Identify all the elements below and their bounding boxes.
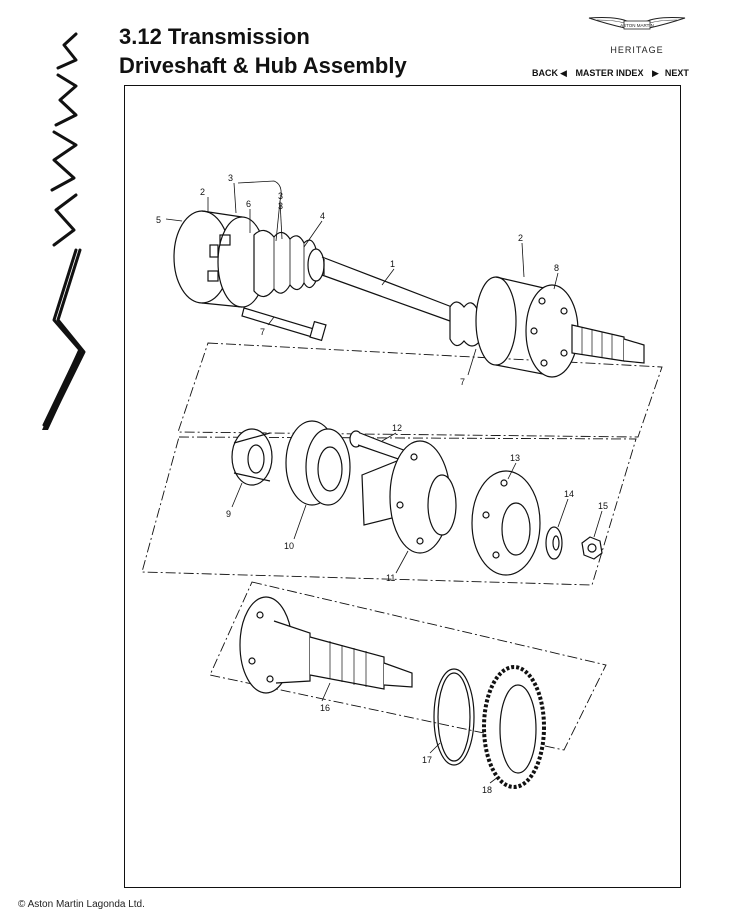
reluctor-ring [482,665,546,789]
assembly-envelope-bottom [209,581,607,751]
virage-logo [42,32,86,430]
stub-axle [239,596,413,694]
brand-wings-text: ASTON MARTIN [620,23,654,28]
aston-martin-brand: ASTON MARTIN HERITAGE [582,10,692,60]
master-index-link[interactable]: MASTER INDEX [575,68,644,78]
callout-7-right: 7 [460,377,465,387]
callout-labels: 1 2 2 3 3 3 4 5 6 7 7 8 9 10 11 12 13 14… [156,173,608,795]
callout-5: 5 [156,215,161,225]
cv-joint-left [173,210,267,308]
hub-bearing [285,420,351,506]
splined-stub-right [571,324,645,364]
cv-joint-right [475,276,579,378]
washer [545,526,563,560]
circlip [433,668,475,766]
aston-martin-wings-logo: ASTON MARTIN [588,17,686,30]
next-link[interactable]: NEXT [665,68,689,78]
callout-12: 12 [392,423,402,433]
callout-7-left: 7 [260,327,265,337]
copyright-footer: © Aston Martin Lagonda Ltd. [18,899,145,910]
page-navigation: BACK◀ MASTER INDEX ▶ NEXT [532,68,689,79]
leader-lines [165,180,603,784]
callout-13: 13 [510,453,520,463]
assembly-envelope-top [177,342,663,438]
driveshaft [321,256,453,322]
triangle-left-icon: ◀ [560,68,567,78]
callout-6: 6 [246,199,251,209]
back-label: BACK [532,68,558,78]
heritage-label: HERITAGE [610,45,664,55]
callout-11: 11 [386,573,395,583]
boot-left [253,229,325,298]
callout-3-c: 3 [278,201,283,211]
callout-17: 17 [422,755,432,765]
callout-8: 8 [554,263,559,273]
spacer-ring [231,428,273,486]
driveshaft-hub-diagram: 1 2 2 3 3 3 4 5 6 7 7 8 9 10 11 12 13 14… [141,173,663,795]
next-label: NEXT [664,68,689,78]
hub-nut [581,536,603,560]
wheel-stud [349,430,407,462]
section-title: 3.12 Transmission [119,24,310,49]
callout-18: 18 [482,785,492,795]
callout-2-right: 2 [518,233,523,243]
callout-3-a: 3 [228,173,233,183]
callout-9: 9 [226,509,231,519]
hub-flange [361,440,457,554]
triangle-right-icon: ▶ [651,68,659,78]
back-link[interactable]: BACK [532,68,558,78]
page-subtitle: Driveshaft & Hub Assembly [119,53,407,78]
callout-15: 15 [598,501,608,511]
assembly-envelope-middle [141,436,637,586]
callout-4: 4 [320,211,325,221]
callout-16: 16 [320,703,330,713]
brake-disc-adaptor [471,470,541,576]
callout-3-b: 3 [278,191,283,201]
callout-10: 10 [284,541,294,551]
callout-2-left: 2 [200,187,205,197]
callout-1: 1 [390,259,395,269]
callout-14: 14 [564,489,574,499]
diagram-frame [124,85,681,888]
bolt-left [241,307,327,342]
